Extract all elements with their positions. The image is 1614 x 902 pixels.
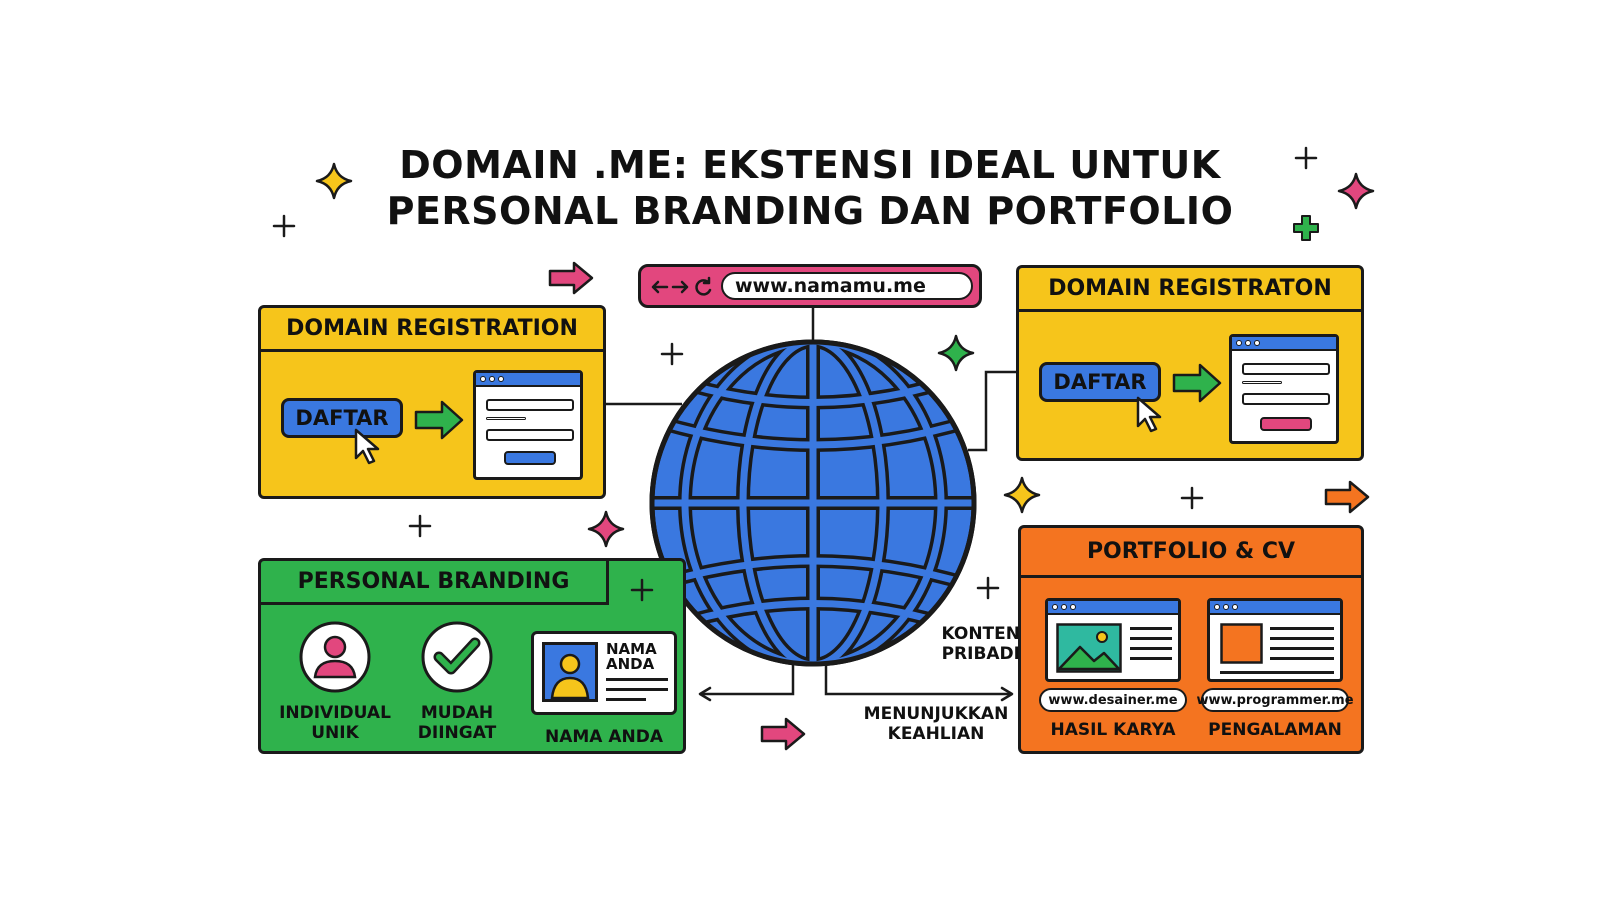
connector-right-registration (968, 370, 1020, 452)
green-arrow-icon-left (414, 400, 464, 440)
menunjukkan-keahlian-label: MENUNJUKKAN KEAHLIAN (863, 704, 1009, 744)
document-icon (1220, 623, 1263, 664)
nama-anda-label: NAMA ANDA (544, 727, 664, 747)
daftar-button-left[interactable]: DAFTAR (281, 398, 403, 438)
plus-icon-4 (408, 514, 432, 538)
plus-icon-5 (630, 578, 654, 602)
sparkle-icon-green-globe (937, 334, 975, 372)
portfolio-cv-header: PORTFOLIO & CV (1021, 528, 1361, 578)
sparkle-icon-pink-left (587, 510, 625, 548)
pink-arrow-icon-bottom (760, 717, 806, 751)
pengalaman-label: PENGALAMAN (1208, 720, 1342, 740)
arrow-right-icon (671, 280, 689, 294)
url-field[interactable]: www.namamu.me (721, 272, 973, 300)
mudah-diingat-label: MUDAH DIINGAT (417, 703, 497, 743)
plus-icon-green (1293, 215, 1319, 241)
page-title: DOMAIN .ME: EKSTENSI IDEAL UNTUK PERSONA… (330, 142, 1290, 234)
form-window-left (473, 370, 583, 480)
avatar-icon (542, 642, 598, 702)
personal-branding-panel: PERSONAL BRANDING INDIVIDUAL UNIK MUDAH … (258, 558, 686, 754)
browser-nav-icons (651, 276, 712, 296)
connector-personal-branding (700, 662, 795, 696)
form-window-right (1229, 334, 1339, 444)
sparkle-icon-yellow-title (315, 162, 353, 200)
individual-unik-label: INDIVIDUAL UNIK (279, 703, 391, 743)
daftar-button-right[interactable]: DAFTAR (1039, 362, 1161, 402)
domain-registration-panel-right: DOMAIN REGISTRATON DAFTAR (1016, 265, 1364, 461)
arrowhead-right (1000, 686, 1014, 702)
connector-portfolio (824, 662, 1012, 696)
plus-icon-1 (272, 214, 296, 238)
personal-branding-header: PERSONAL BRANDING (261, 561, 609, 605)
title-line-2: PERSONAL BRANDING DAN PORTFOLIO (386, 189, 1234, 233)
plus-icon-6 (976, 576, 1000, 600)
plus-icon-7 (1180, 486, 1204, 510)
browser-url-bar: www.namamu.me (638, 264, 982, 308)
konten-pribadi-label: KONTEN PRIBADI (941, 624, 1020, 664)
arrowhead-left (698, 686, 712, 702)
domain-registration-header-right: DOMAIN REGISTRATON (1019, 268, 1361, 312)
sparkle-icon-pink-title (1337, 172, 1375, 210)
name-card: NAMA ANDA (531, 631, 677, 715)
card-name: NAMA ANDA (606, 640, 657, 673)
plus-icon-2 (1294, 146, 1318, 170)
domain-registration-panel-left: DOMAIN REGISTRATION DAFTAR (258, 305, 606, 499)
designer-url[interactable]: www.desainer.me (1039, 688, 1187, 712)
plus-icon-3 (660, 342, 684, 366)
reload-icon (695, 276, 712, 296)
checkmark-icon (421, 621, 493, 693)
orange-arrow-icon (1324, 480, 1370, 514)
person-icon (299, 621, 371, 693)
arrow-left-icon (651, 280, 669, 294)
portfolio-window-programmer (1207, 598, 1343, 682)
green-arrow-icon-right (1172, 363, 1222, 403)
cursor-icon-right (1136, 396, 1162, 433)
image-icon (1056, 623, 1122, 673)
hasil-karya-label: HASIL KARYA (1050, 720, 1176, 740)
domain-registration-header-left: DOMAIN REGISTRATION (261, 308, 603, 352)
title-line-1: DOMAIN .ME: EKSTENSI IDEAL UNTUK (399, 143, 1221, 187)
programmer-url[interactable]: www.programmer.me (1196, 688, 1354, 712)
portfolio-cv-panel: PORTFOLIO & CV www.desainer.me HASIL KAR… (1018, 525, 1364, 754)
sparkle-icon-yellow-right (1003, 476, 1041, 514)
cursor-icon-left (354, 428, 380, 465)
portfolio-window-designer (1045, 598, 1181, 682)
pink-arrow-icon-top (548, 261, 594, 295)
